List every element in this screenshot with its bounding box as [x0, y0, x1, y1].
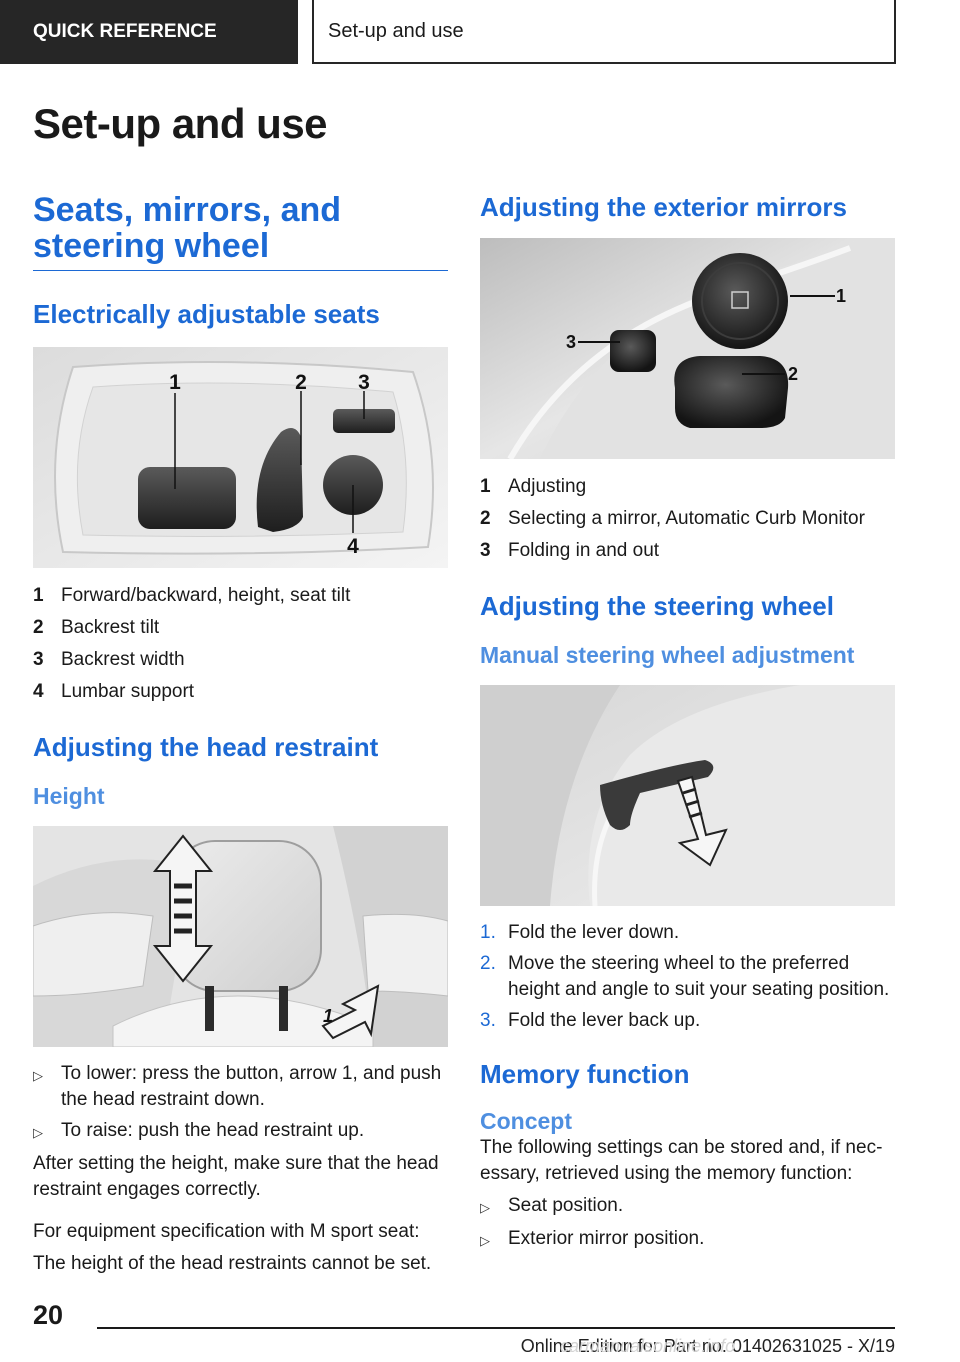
triangle-bullet-icon: ▷	[33, 1068, 43, 1083]
heading-memory-function: Memory function	[480, 1059, 690, 1089]
seat-figure-label-2: 2	[295, 371, 307, 394]
watermark: carmanualsonline.info	[560, 1336, 736, 1356]
seat-figure-label-3: 3	[358, 371, 370, 394]
heading-manual-steering: Manual steering wheel adjustment	[480, 642, 855, 668]
memory-bullets: ▷Seat position. ▷Exterior mirror positio…	[480, 1193, 895, 1254]
list-item: 1.Fold the lever down.	[480, 922, 680, 943]
right-column: Adjusting the exterior mirrors 1 2 3	[480, 192, 895, 1259]
mirror-controls-figure: 1 2 3	[480, 238, 895, 459]
seat-figure-label-4: 4	[347, 535, 359, 558]
section-tab[interactable]: Set-up and use	[312, 0, 896, 64]
seat-controls-figure: 1 2 3 4	[33, 347, 448, 568]
page-number: 20	[33, 1300, 64, 1330]
quick-reference-tab[interactable]: QUICK REFERENCE	[0, 0, 298, 64]
triangle-bullet-icon: ▷	[480, 1233, 490, 1248]
mirror-figure-label-3: 3	[566, 332, 576, 352]
list-item: ▷Seat position.	[480, 1193, 895, 1221]
seat-figure-label-1: 1	[169, 371, 181, 394]
heading-height: Height	[33, 783, 105, 809]
heading-electric-seats: Electrically adjustable seats	[33, 299, 380, 329]
page-header: QUICK REFERENCE Set-up and use	[0, 0, 960, 66]
page-title: Set-up and use	[33, 100, 328, 147]
steering-steps: 1.Fold the lever down. 2.Move the steeri…	[480, 920, 895, 1034]
list-item: ▷Exterior mirror position.	[480, 1226, 895, 1254]
footer-divider	[97, 1327, 895, 1329]
heading-steering-wheel: Adjusting the steering wheel	[480, 591, 834, 621]
head-restraint-bullets: ▷To lower: press the button, arrow 1, an…	[33, 1061, 448, 1146]
list-item: ▷To raise: push the head restraint up.	[33, 1118, 448, 1146]
paragraph: The following settings can be stored and…	[480, 1137, 883, 1184]
left-column: Seats, mirrors, and steering wheel Elect…	[33, 192, 448, 1277]
triangle-bullet-icon: ▷	[480, 1200, 490, 1215]
mirror-figure-label-1: 1	[836, 286, 846, 306]
edition-text: Online Edition for Part no. 01402631025 …	[520, 1336, 895, 1356]
heading-exterior-mirrors: Adjusting the exterior mirrors	[480, 192, 847, 222]
section-heading-seats-mirrors: Seats, mirrors, and steering wheel	[33, 192, 448, 271]
heading-head-restraint: Adjusting the head restraint	[33, 732, 379, 762]
paragraph: After setting the height, make sure that…	[33, 1153, 439, 1200]
heading-concept: Concept	[480, 1108, 572, 1134]
list-item: ▷To lower: press the button, arrow 1, an…	[33, 1061, 448, 1113]
head-restraint-figure: 1	[33, 826, 448, 1047]
mirror-figure-label-2: 2	[788, 364, 798, 384]
triangle-bullet-icon: ▷	[33, 1125, 43, 1140]
steering-lever-figure	[480, 685, 895, 906]
head-figure-label-1: 1	[323, 1006, 333, 1026]
paragraph: The height of the head restraints cannot…	[33, 1253, 432, 1274]
list-item: 2.Move the steering wheel to the preferr…	[480, 953, 890, 1000]
list-item: 3.Fold the lever back up.	[480, 1010, 701, 1031]
paragraph: For equipment specification with M sport…	[33, 1221, 420, 1242]
